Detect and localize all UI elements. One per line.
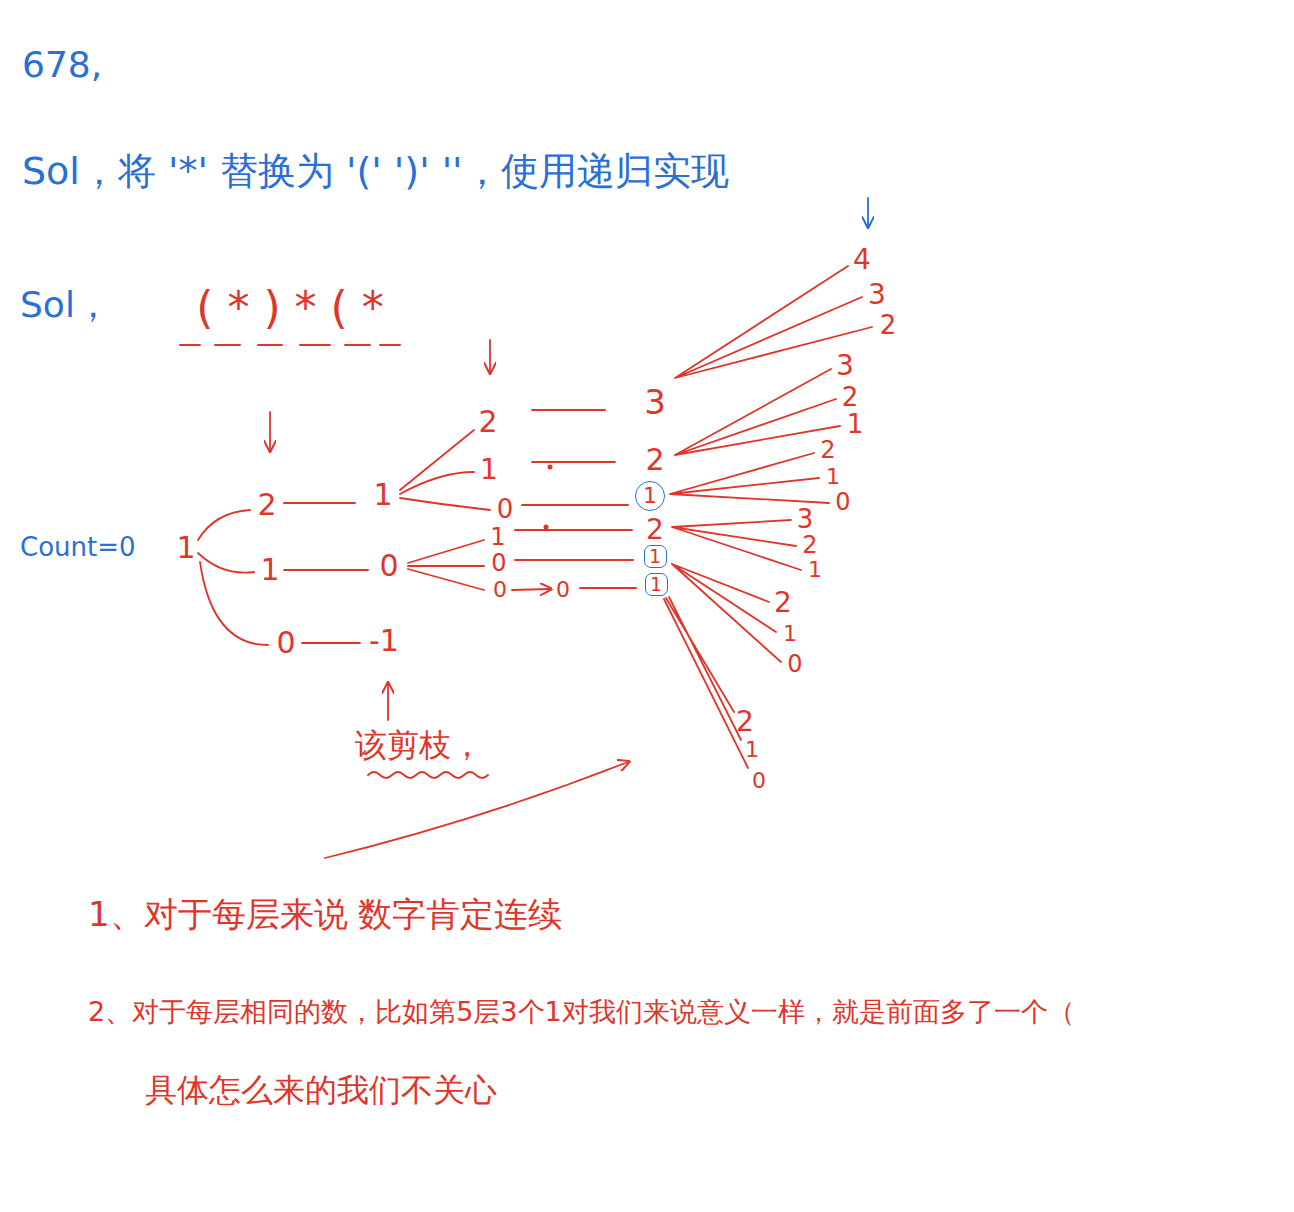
down-arrow [269,412,271,450]
note-text: 2、对于每层相同的数，比如第5层3个1对我们来说意义一样，就是前面多了一个（ [88,996,1075,1027]
tree-number: 3 [797,505,814,535]
note-text: Sol， [20,284,111,325]
note-text: 具体怎么来的我们不关心 [145,1072,497,1109]
tree-number: 0 [787,651,802,679]
curved-arrow [325,762,628,858]
tree-number: 2 [646,514,664,546]
dot [544,525,549,530]
tree-number: 0 [835,489,850,517]
tree-branch [400,430,490,510]
tree-branch [198,510,250,540]
tree-number: 1 [745,737,759,762]
tree-branch [284,503,368,643]
tree-number: -1 [369,624,399,659]
tree-number: 2 [478,405,497,440]
wavy-underline [368,772,488,778]
tree-number: 4 [853,244,871,276]
tree-number: 3 [644,383,666,422]
tree-branch [675,369,840,455]
tree-branch [672,520,801,570]
tree-number: 0 [491,550,506,578]
tree-number: 2 [802,532,817,560]
tree-number: 2 [736,706,754,738]
boxed-number: 1 [645,573,668,596]
underline [180,344,400,346]
tree-branch [670,453,829,503]
tree-branch [664,597,748,768]
tree-branch [198,553,254,573]
note-text: 678, [22,44,102,85]
tree-number: 2 [820,437,835,465]
note-text: 1、对于每层来说 数字肯定连续 [88,895,562,934]
tree-number: 1 [490,524,505,552]
tree-number: 1 [826,464,840,489]
down-arrow [867,198,869,226]
tree-number: 1 [783,621,797,646]
tree-branch [515,410,636,588]
note-text: Count=0 [20,533,136,563]
tree-number: 2 [880,311,897,341]
note-text: 该剪枝， [355,727,483,764]
circled-number: 1 [635,481,665,511]
note-text: Sol，将 '*' 替换为 '(' ')' ''，使用递归实现 [22,150,729,194]
tree-branch [200,562,268,645]
tree-number: 2 [257,488,276,523]
tree-number: 0 [556,577,570,602]
down-arrow [489,340,491,372]
tree-number: 0 [752,768,766,793]
arrow [512,589,550,590]
tree-number: 2 [842,383,859,413]
tree-number: 1 [808,557,822,582]
tree-number: 2 [645,443,664,478]
boxed-number: 1 [644,545,667,568]
tree-number: 0 [497,495,514,525]
note-text: ( * ) * ( * [196,283,383,334]
tree-number: 1 [373,478,392,513]
tree-number: 2 [774,587,792,619]
dot [548,465,553,470]
tree-number: 0 [493,577,507,602]
tree-number: 1 [260,553,279,588]
tree-branch [408,540,484,590]
tree-number: 3 [836,350,854,382]
node-text: 1 [650,575,662,594]
up-arrow [387,684,389,720]
tree-number: 0 [276,626,295,661]
tree-number: 3 [868,279,886,311]
tree-number: 1 [847,410,864,440]
tree-number: 0 [379,549,398,584]
tree-number: 1 [480,454,498,486]
tree-number: 1 [176,531,195,566]
node-text: 1 [643,485,657,507]
node-text: 1 [649,547,661,566]
